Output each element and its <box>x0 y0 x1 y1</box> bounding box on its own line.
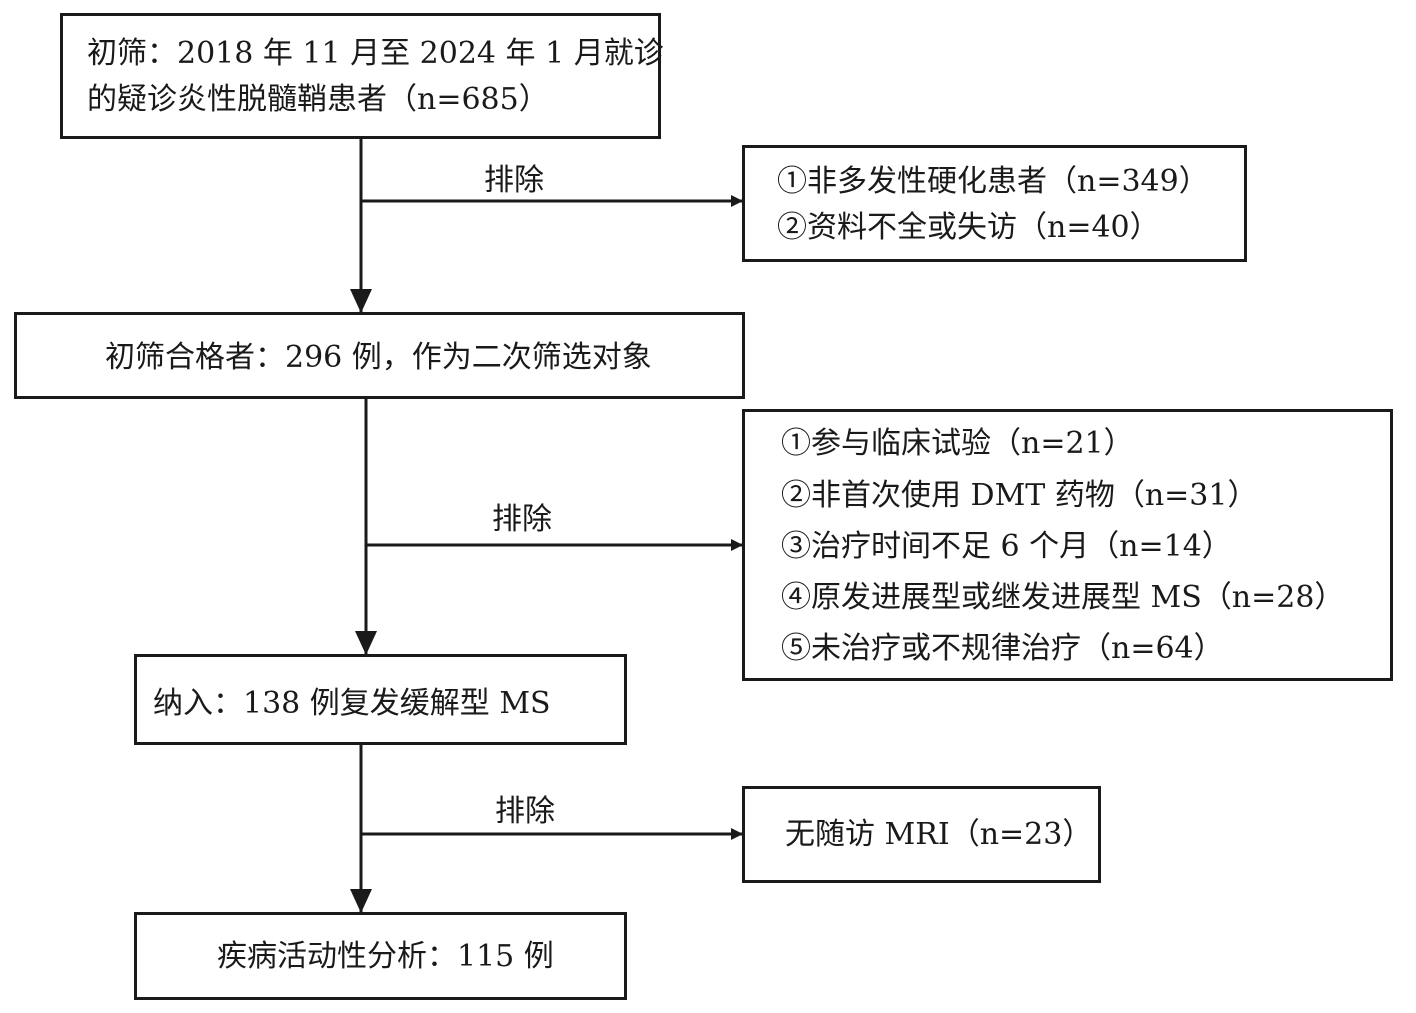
initial-screening-line-2: 的疑诊炎性脱髓鞘患者（n=685） <box>87 82 549 117</box>
exclude-label-1: 排除 <box>484 163 544 198</box>
included-line: 纳入：138 例复发缓解型 MS <box>153 686 551 721</box>
included-box: 纳入：138 例复发缓解型 MS <box>134 654 627 745</box>
final-analysis-line: 疾病活动性分析：115 例 <box>217 939 554 974</box>
exclusion-3-item: 无随访 MRI（n=23） <box>785 817 1093 852</box>
exclusion-2-item-2: ②非首次使用 DMT 药物（n=31） <box>781 478 1258 513</box>
exclude-label-2: 排除 <box>492 502 552 537</box>
exclusion-2-item-3: ③治疗时间不足 6 个月（n=14） <box>781 529 1232 564</box>
exclusion-1-item-2: ②资料不全或失访（n=40） <box>777 210 1160 245</box>
exclusion-2-item-5: ⑤未治疗或不规律治疗（n=64） <box>781 631 1224 666</box>
exclusion-1-item-1: ①非多发性硬化患者（n=349） <box>777 164 1209 199</box>
exclusion-box-2: ①参与临床试验（n=21） ②非首次使用 DMT 药物（n=31） ③治疗时间不… <box>742 409 1393 681</box>
exclusion-2-item-4: ④原发进展型或继发进展型 MS（n=28） <box>781 580 1345 615</box>
screened-eligible-line: 初筛合格者：296 例，作为二次筛选对象 <box>105 340 652 375</box>
final-analysis-box: 疾病活动性分析：115 例 <box>134 912 627 1000</box>
screened-eligible-box: 初筛合格者：296 例，作为二次筛选对象 <box>14 312 745 399</box>
exclusion-box-3: 无随访 MRI（n=23） <box>742 786 1101 883</box>
exclusion-2-item-1: ①参与临床试验（n=21） <box>781 426 1134 461</box>
exclusion-box-1: ①非多发性硬化患者（n=349） ②资料不全或失访（n=40） <box>742 145 1247 262</box>
initial-screening-line-1: 初筛：2018 年 11 月至 2024 年 1 月就诊 <box>87 36 664 71</box>
initial-screening-box: 初筛：2018 年 11 月至 2024 年 1 月就诊 的疑诊炎性脱髓鞘患者（… <box>60 13 664 139</box>
exclude-label-3: 排除 <box>495 794 555 829</box>
